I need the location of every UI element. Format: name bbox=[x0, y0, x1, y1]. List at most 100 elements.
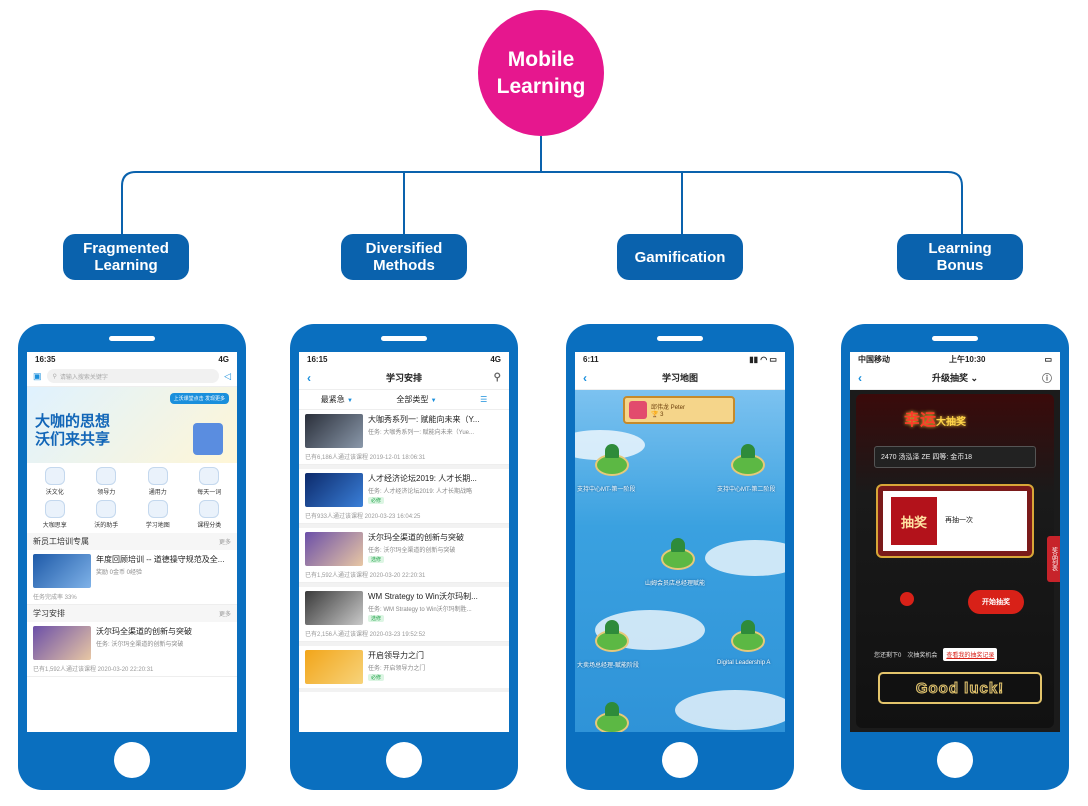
list-item[interactable]: 年度回顾培训 -- 道德操守规范及全... 奖励 0金币 0经验 bbox=[27, 550, 237, 592]
phone-speaker bbox=[109, 336, 155, 341]
status-time: 上午10:30 bbox=[948, 354, 986, 364]
status-badge: 必修 bbox=[368, 497, 385, 504]
course-card[interactable]: 大咖秀系列一: 赋能向未来（Y...任务: 大咖秀系列一: 赋能向未来（Yue.… bbox=[299, 410, 509, 469]
nav-bar: ‹ 学习地图 bbox=[575, 366, 785, 390]
status-badge: 选修 bbox=[368, 556, 385, 563]
grid-item[interactable]: 通用力 bbox=[132, 467, 184, 496]
status-signal: 4G bbox=[218, 354, 229, 364]
grid-item-label: 每天一词 bbox=[197, 490, 222, 496]
island-node[interactable] bbox=[589, 444, 635, 480]
island-node[interactable] bbox=[589, 620, 635, 656]
phone-fragmented-learning: 16:35 4G ▣ ⚲ 请输入搜索关键字 ◁ 上沃课堂点击 发现更多 大咖的思… bbox=[18, 324, 246, 790]
island-node[interactable] bbox=[725, 444, 771, 480]
grid-item[interactable]: 沃的助手 bbox=[81, 500, 133, 529]
cloud-decoration bbox=[675, 690, 785, 730]
promo-banner[interactable]: 上沃课堂点击 发现更多 大咖的思想 沃们来共享 bbox=[27, 387, 237, 463]
section-header-schedule: 学习安排 更多 bbox=[27, 605, 237, 622]
course-card[interactable]: 沃尔玛全渠道的创新与突破任务: 沃尔玛全渠道的创新与突破选修 已有1,592人通… bbox=[299, 528, 509, 587]
chances-row: 您还剩下0 次抽奖机会 查看我的抽奖记录 bbox=[874, 644, 1044, 664]
prize-result: 再抽一次 bbox=[945, 517, 973, 524]
search-placeholder: 请输入搜索关键字 bbox=[59, 374, 108, 381]
page-title: 学习安排 bbox=[385, 373, 422, 383]
view-records-link[interactable]: 查看我的抽奖记录 bbox=[943, 647, 998, 661]
player-name: 邱伟龙 Peter bbox=[651, 405, 686, 411]
island-label: 支持中心MT-第二阶段 bbox=[717, 487, 776, 493]
status-time: 16:35 bbox=[35, 354, 56, 364]
daily-word-icon bbox=[199, 467, 220, 485]
status-signal: 4G bbox=[490, 354, 501, 364]
back-chevron-icon[interactable]: ‹ bbox=[583, 370, 587, 385]
sort-icon[interactable]: ☰ bbox=[480, 395, 488, 404]
filter-type[interactable]: 全部类型 ▼ bbox=[396, 394, 436, 405]
course-meta: 任务: 沃尔玛全渠道的创新与突破 bbox=[368, 548, 456, 554]
home-button bbox=[386, 742, 422, 778]
island-node[interactable] bbox=[725, 620, 771, 656]
filter-bar: 最紧急 ▼ 全部类型 ▼ ☰ bbox=[299, 390, 509, 410]
course-footnote: 已有933人通过该课程 2020-03-23 16:04:25 bbox=[299, 511, 509, 524]
list-item: 大咖秀系列一: 赋能向未来（Y...任务: 大咖秀系列一: 赋能向未来（Yue.… bbox=[299, 410, 509, 452]
status-badge: 必修 bbox=[368, 674, 385, 681]
status-time: 16:15 bbox=[307, 354, 328, 364]
lottery-title-sub: 大抽奖 bbox=[936, 417, 967, 428]
home-button bbox=[662, 742, 698, 778]
search-icon[interactable]: ⚲ bbox=[493, 372, 501, 383]
island-node[interactable] bbox=[655, 538, 701, 574]
course-card[interactable]: 开启领导力之门任务: 开启领导力之门必修 bbox=[299, 646, 509, 692]
grid-item[interactable]: 每天一词 bbox=[184, 467, 236, 496]
phone-screen: 16:35 4G ▣ ⚲ 请输入搜索关键字 ◁ 上沃课堂点击 发现更多 大咖的思… bbox=[27, 352, 237, 732]
search-input[interactable]: ⚲ 请输入搜索关键字 bbox=[46, 369, 220, 383]
course-footnote: 已有2,156人通过该课程 2020-03-23 19:52:52 bbox=[299, 629, 509, 642]
scan-icon[interactable]: ▣ bbox=[33, 370, 42, 381]
more-link[interactable]: 更多 bbox=[218, 540, 231, 546]
video-thumbnail bbox=[305, 591, 363, 625]
course-card[interactable]: WM Strategy to Win沃尔玛制...任务: WM Strategy… bbox=[299, 587, 509, 646]
course-title: 人才经济论坛2019: 人才长期... bbox=[368, 474, 477, 483]
caret-down-icon: ▼ bbox=[346, 398, 353, 404]
island-node[interactable] bbox=[589, 702, 635, 732]
course-footnote: 已有1,592人通过该课程 2020-03-20 22:20:31 bbox=[299, 570, 509, 583]
course-meta: 任务: 人才经济论坛2019: 人才长期战略 bbox=[368, 489, 473, 495]
island-label: 山姆会员店总经理赋能 bbox=[645, 581, 706, 587]
banner-headline: 大咖的思想 沃们来共享 bbox=[35, 413, 111, 448]
root-node-mobile-learning: Mobile Learning bbox=[478, 10, 604, 136]
grid-item[interactable]: 沃文化 bbox=[29, 467, 81, 496]
back-chevron-icon[interactable]: ‹ bbox=[858, 370, 862, 385]
player-score: 3 bbox=[660, 412, 664, 418]
grid-item[interactable]: 课程分类 bbox=[184, 500, 236, 529]
back-chevron-icon[interactable]: ‹ bbox=[307, 370, 311, 385]
tree-icon bbox=[671, 538, 685, 552]
grid-item-label: 沃的助手 bbox=[94, 523, 119, 529]
grid-item[interactable]: 领导力 bbox=[81, 467, 133, 496]
section-title: 学习安排 bbox=[33, 609, 65, 618]
tree-icon bbox=[605, 620, 619, 634]
expert-share-icon bbox=[44, 500, 65, 518]
help-icon[interactable]: ⓘ bbox=[1042, 374, 1052, 385]
prize-tile: 抽奖 bbox=[891, 497, 937, 545]
nav-bar: ‹ 学习安排 ⚲ bbox=[299, 366, 509, 390]
grid-item-label: 领导力 bbox=[97, 490, 116, 496]
list-item: 开启领导力之门任务: 开启领导力之门必修 bbox=[299, 646, 509, 688]
status-carrier: 中国移动 bbox=[858, 354, 890, 364]
course-progress: 任务完成率 33% bbox=[27, 592, 237, 605]
home-button bbox=[114, 742, 150, 778]
video-thumbnail bbox=[305, 650, 363, 684]
player-card[interactable]: 邱伟龙 Peter 🏆 3 bbox=[623, 396, 735, 424]
announce-icon[interactable]: ◁ bbox=[224, 370, 231, 381]
phone-screen: 16:15 4G ‹ 学习安排 ⚲ 最紧急 ▼ 全部类型 ▼ ☰ 大咖秀系列一:… bbox=[299, 352, 509, 732]
grid-item[interactable]: 学习地图 bbox=[132, 500, 184, 529]
course-card[interactable]: 人才经济论坛2019: 人才长期... 任务: 人才经济论坛2019: 人才长期战… bbox=[299, 469, 509, 528]
page-title-row[interactable]: 升级抽奖 ⌄ bbox=[932, 371, 978, 384]
wifi-icon: ▮▮ ◠ ▭ bbox=[749, 354, 777, 364]
course-title: 年度回顾培训 -- 道德操守规范及全... bbox=[96, 555, 225, 564]
filter-urgency[interactable]: 最紧急 ▼ bbox=[321, 394, 353, 405]
list-item[interactable]: 沃尔玛全渠道的创新与突破 任务: 沃尔玛全渠道的创新与突破 bbox=[27, 622, 237, 664]
prize-list-tab[interactable]: 奖品列表 bbox=[1047, 536, 1060, 582]
start-lottery-button[interactable]: 开始抽奖 bbox=[968, 590, 1024, 614]
battery-icon: ▭ bbox=[1044, 354, 1052, 364]
more-link[interactable]: 更多 bbox=[218, 612, 231, 618]
course-category-icon bbox=[199, 500, 220, 518]
grid-item[interactable]: 大咖思享 bbox=[29, 500, 81, 529]
phone-speaker bbox=[657, 336, 703, 341]
phone-speaker bbox=[381, 336, 427, 341]
video-thumbnail bbox=[305, 532, 363, 566]
